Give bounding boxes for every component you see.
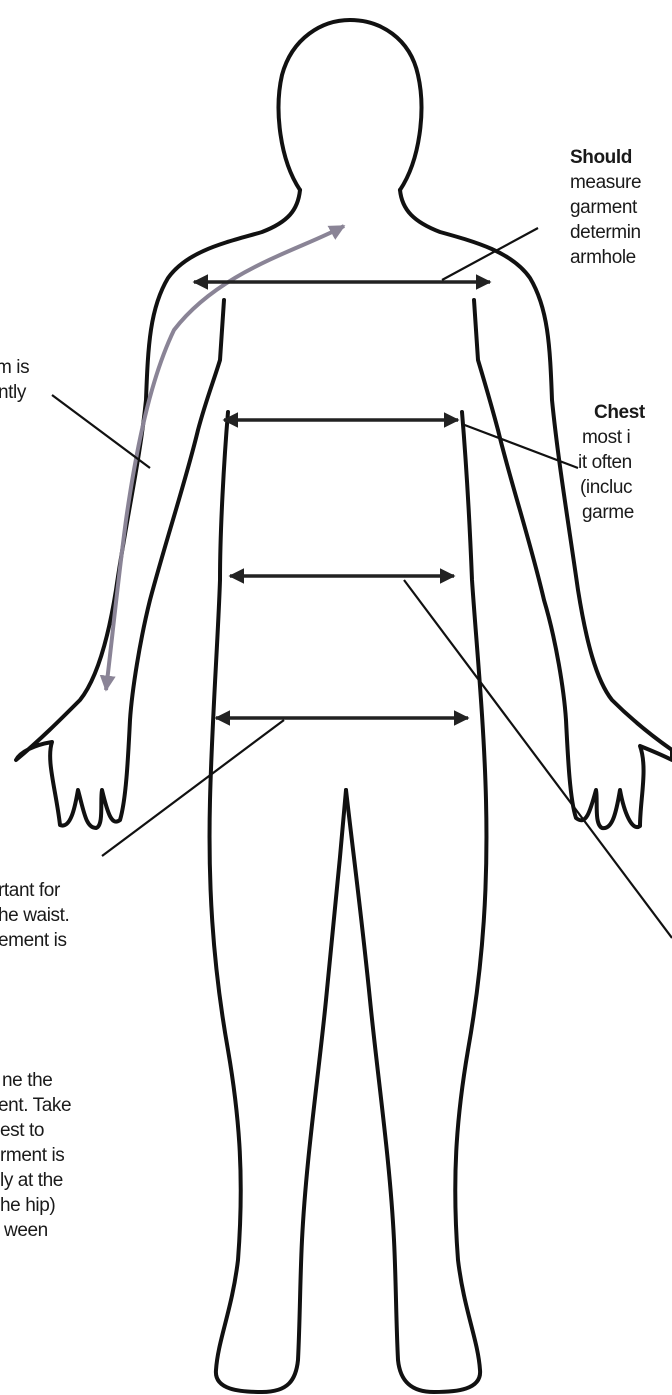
shoulder-line-3: determin	[570, 220, 641, 245]
waist-line-1: rtant for	[0, 878, 69, 903]
hip-line-1: ne the	[2, 1068, 71, 1093]
hip-line-6: he hip)	[0, 1193, 71, 1218]
sleeve-line-2: ntly	[0, 380, 29, 405]
head-outline	[279, 20, 422, 190]
shoulder-line-4: armhole	[570, 245, 641, 270]
shoulder-line-1: measure	[570, 170, 641, 195]
chest-annotation: Chest most i it often (incluc garme	[594, 400, 645, 525]
left-arm-outline	[16, 190, 300, 828]
hip-leader-line	[404, 580, 672, 938]
chest-line-4: garme	[582, 500, 645, 525]
sleeve-leader-line	[52, 395, 150, 468]
hip-line-2: ent. Take	[0, 1093, 71, 1118]
hip-line-3: est to	[0, 1118, 71, 1143]
shoulder-title: Should	[570, 147, 632, 168]
waist-line-3: ement is	[0, 928, 69, 953]
right-leg-outline	[346, 412, 486, 1392]
chest-line-3: (incluc	[580, 475, 645, 500]
hip-line-5: ly at the	[0, 1168, 71, 1193]
hip-line-4: rment is	[0, 1143, 71, 1168]
shoulder-annotation: Should measure garment determin armhole	[570, 145, 641, 270]
hip-line-7: ween	[4, 1218, 71, 1243]
chest-line-2: it often	[578, 450, 645, 475]
chest-leader-line	[462, 424, 578, 468]
sleeve-annotation: m is ntly	[0, 355, 29, 405]
hip-annotation: ne the ent. Take est to rment is ly at t…	[0, 1068, 71, 1243]
chest-title: Chest	[594, 402, 645, 423]
waist-annotation: rtant for he waist. ement is	[0, 878, 69, 953]
sleeve-line-1: m is	[0, 355, 29, 380]
left-leg-outline	[210, 412, 346, 1392]
shoulder-line-2: garment	[570, 195, 641, 220]
chest-line-1: most i	[582, 425, 645, 450]
waist-line-2: he waist.	[0, 903, 69, 928]
